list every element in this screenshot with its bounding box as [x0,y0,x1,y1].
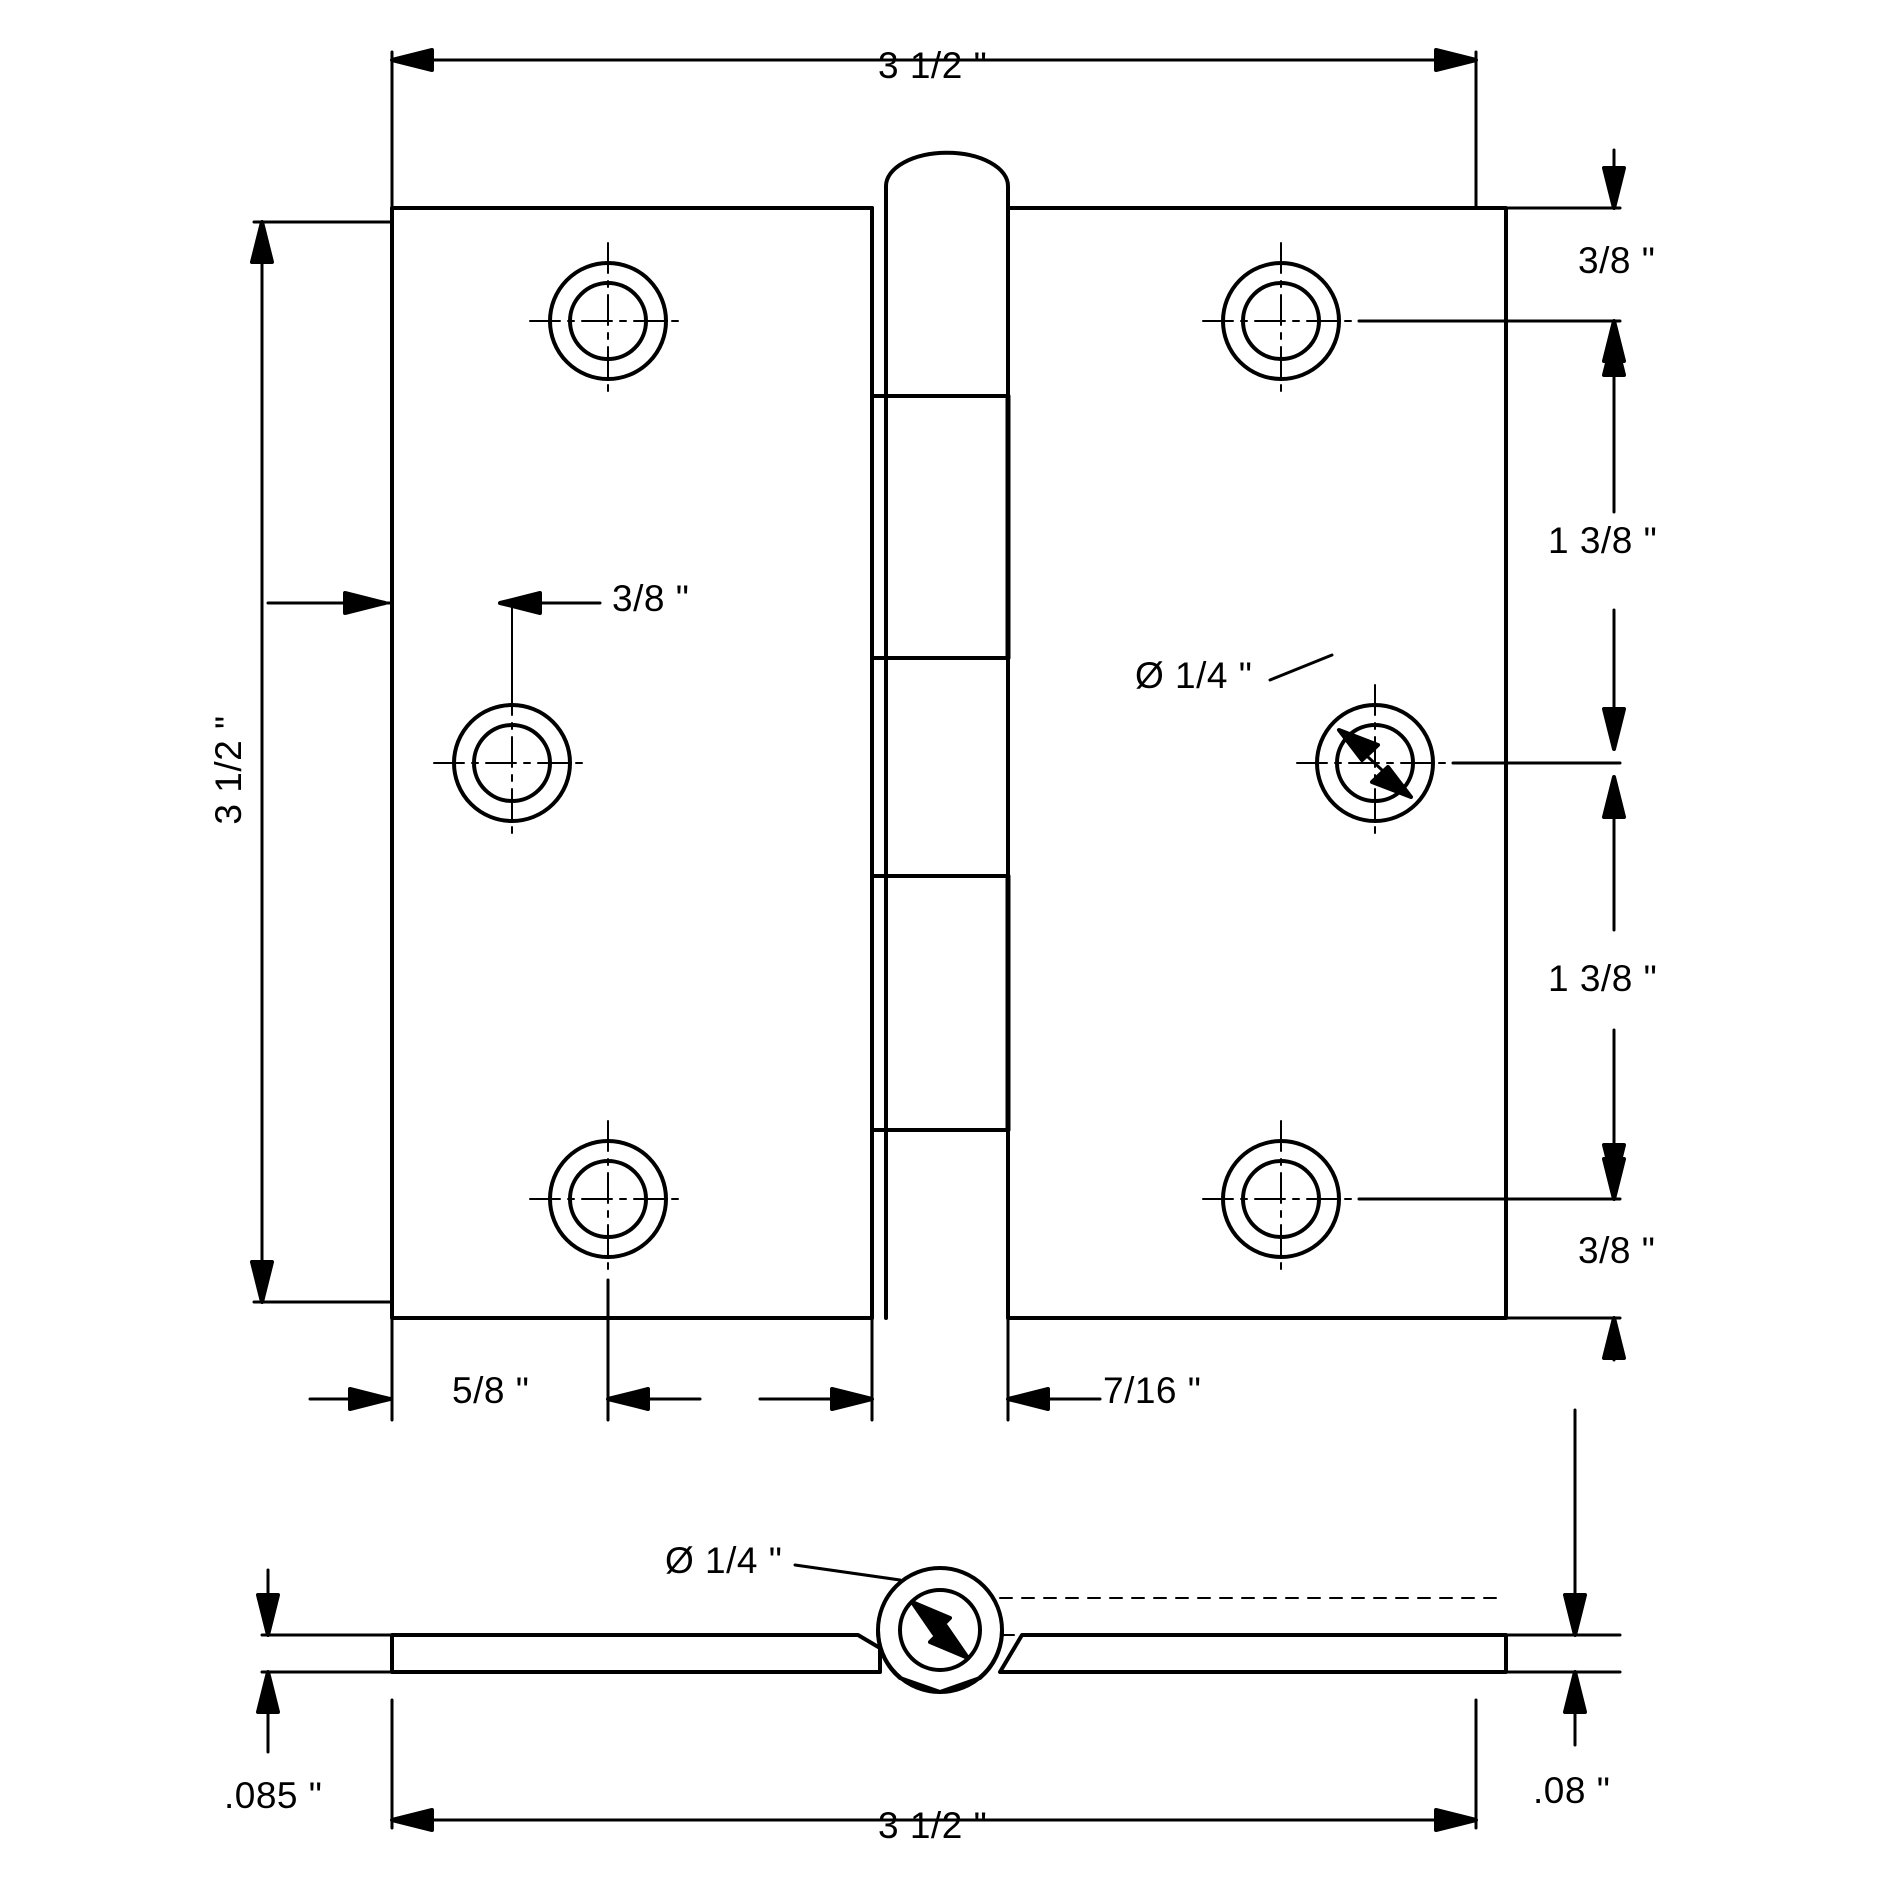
leader-line-dia-edge [793,1563,902,1582]
edge-barrel-inner [898,1588,982,1672]
arrow [1006,1387,1050,1411]
arrow [1563,1593,1587,1637]
edge-barrel-tail [875,1628,942,1694]
arrow [1602,166,1626,210]
pin-cap [884,150,1010,210]
dim-label-right-top-edge: 3/8 " [1578,240,1656,281]
arrow [1602,333,1626,377]
leader-line-dia-front [1268,653,1334,682]
arrow [1434,1808,1478,1832]
dim-label-right-bottom-edge: 3/8 " [1578,1230,1656,1271]
dim-label-right-lower-span: 1 3/8 " [1548,958,1658,999]
arrow [390,1808,434,1832]
dim-label-top-width: 3 1/2 " [878,45,988,86]
arrow [1370,765,1413,799]
arrow [928,1624,970,1660]
dim-label-hole-diameter-front: Ø 1/4 " [1135,655,1253,696]
arrow [498,591,542,615]
edge-left-leaf [390,1633,882,1674]
knuckle-step-2 [870,874,1010,1132]
arrow [250,220,274,264]
arrow [606,1387,650,1411]
arrow [1563,1670,1587,1714]
arrow [256,1593,280,1637]
arrow [390,48,434,72]
dim-label-edge-thickness-right: .08 " [1533,1770,1611,1811]
arrow [1602,707,1626,751]
knuckle-step-1 [870,394,1010,660]
arrow [830,1387,874,1411]
dim-label-bottom-left-offset: 5/8 " [452,1370,530,1411]
arrow [250,1260,274,1304]
dim-label-edge-thickness-left: .085 " [224,1775,323,1816]
arrow [910,1600,952,1636]
edge-barrel-tail2 [938,1628,1005,1694]
dim-label-edge-overall-width: 3 1/2 " [878,1805,988,1846]
arrow [1602,775,1626,819]
arrow [1602,1157,1626,1201]
dim-label-right-upper-span: 1 3/8 " [1548,520,1658,561]
arrow [348,1387,392,1411]
edge-right-leaf [998,1633,1508,1674]
arrow [256,1670,280,1714]
dim-label-leaf-hole-offset: 3/8 " [612,578,690,619]
dim-label-left-height: 3 1/2 " [208,715,249,825]
dim-label-bottom-knuckle-offset: 7/16 " [1103,1370,1202,1411]
dim-label-hole-diameter-edge: Ø 1/4 " [665,1540,783,1581]
arrow [343,591,387,615]
arrow [1337,728,1380,762]
arrow [1434,48,1478,72]
arrow [1602,1316,1626,1360]
